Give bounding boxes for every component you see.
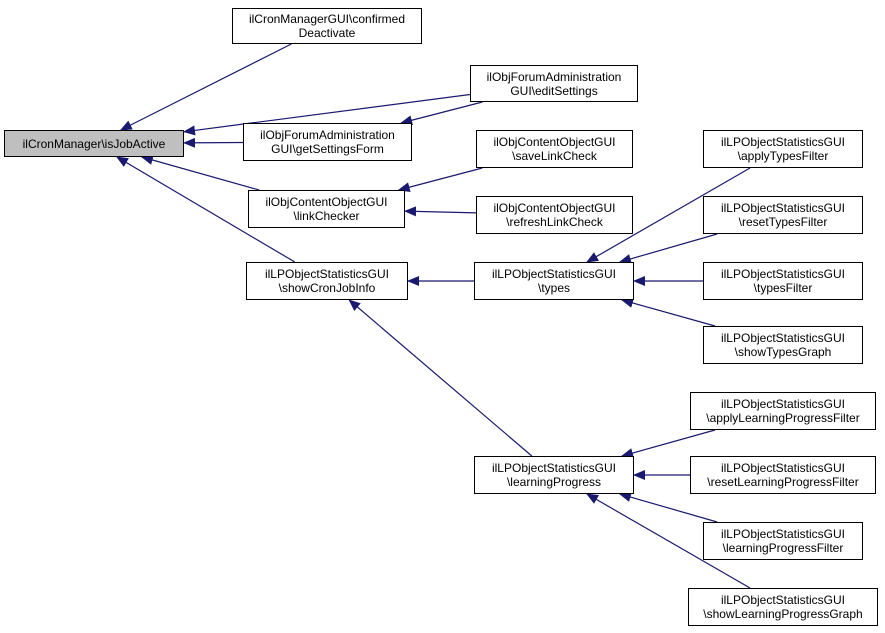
node-link-checker[interactable]: ilObjContentObjectGUI \linkChecker: [248, 190, 405, 228]
node-line: \linkChecker: [293, 209, 360, 223]
node-line: \learningProgress: [506, 475, 602, 489]
node-line: \saveLinkCheck: [512, 149, 597, 163]
edge-save_link_check-to-link_checker: [397, 167, 483, 193]
edge-layer: [116, 43, 751, 589]
node-show-cron-job-info[interactable]: ilLPObjectStatisticsGUI \showCronJobInfo: [246, 262, 408, 300]
edge-learning_progress-to-show_cron_job_info: [348, 299, 533, 457]
edge-show_lp_graph-to-learning_progress: [586, 493, 751, 589]
node-types[interactable]: ilLPObjectStatisticsGUI \types: [474, 262, 634, 300]
node-line: ilObjForumAdministration: [260, 128, 395, 142]
node-line: ilLPObjectStatisticsGUI: [491, 267, 617, 281]
node-line: \showCronJobInfo: [278, 281, 376, 295]
node-save-link-check[interactable]: ilObjContentObjectGUI \saveLinkCheck: [476, 130, 633, 168]
edge-confirmed_deactivate-to-root: [119, 43, 292, 131]
node-line: \refreshLinkCheck: [506, 215, 603, 229]
node-learning-progress-filter[interactable]: ilLPObjectStatisticsGUI \learningProgres…: [703, 522, 863, 560]
node-line: \showLearningProgressGraph: [703, 607, 863, 621]
edge-edit_settings-to-get_settings_form: [400, 101, 483, 126]
node-show-learning-progress-graph[interactable]: ilLPObjectStatisticsGUI \showLearningPro…: [688, 588, 878, 626]
node-show-types-graph[interactable]: ilLPObjectStatisticsGUI \showTypesGraph: [703, 326, 863, 364]
node-edit-settings[interactable]: ilObjForumAdministration GUI\editSetting…: [470, 65, 638, 102]
node-line: GUI\editSettings: [510, 83, 598, 98]
edge-refresh_link_check-to-link_checker: [404, 206, 477, 217]
node-is-job-active: ilCronManager\isJobActive: [4, 130, 184, 157]
node-confirmed-deactivate[interactable]: ilCronManagerGUI\confirmed Deactivate: [232, 8, 422, 44]
edge-apply_types_filter-to-types: [586, 167, 751, 263]
node-line: ilLPObjectStatisticsGUI: [720, 593, 846, 607]
node-line: ilObjContentObjectGUI: [265, 195, 388, 209]
edge-show_cron_job_info-to-root: [116, 156, 296, 263]
node-line: Deactivate: [298, 26, 356, 40]
node-types-filter[interactable]: ilLPObjectStatisticsGUI \typesFilter: [703, 262, 863, 300]
edge-edit_settings-to-root: [183, 93, 471, 136]
node-line: GUI\getSettingsForm: [271, 142, 384, 156]
node-reset-learning-progress-filter[interactable]: ilLPObjectStatisticsGUI \resetLearningPr…: [690, 456, 876, 494]
node-line: \resetLearningProgressFilter: [707, 475, 859, 489]
node-line: ilLPObjectStatisticsGUI: [720, 267, 846, 281]
node-line: ilLPObjectStatisticsGUI: [264, 267, 390, 281]
node-line: ilCronManagerGUI\confirmed: [248, 12, 406, 26]
node-line: ilObjContentObjectGUI: [493, 135, 616, 149]
node-line: ilLPObjectStatisticsGUI: [720, 135, 846, 149]
node-refresh-link-check[interactable]: ilObjContentObjectGUI \refreshLinkCheck: [476, 196, 633, 234]
node-line: \resetTypesFilter: [738, 215, 828, 229]
node-line: \types: [537, 281, 570, 295]
edge-reset_types_filter-to-types: [618, 233, 718, 264]
node-line: ilLPObjectStatisticsGUI: [720, 527, 846, 541]
node-line: ilObjForumAdministration: [486, 69, 622, 84]
edge-link_checker-to-root: [140, 155, 260, 191]
node-apply-learning-progress-filter[interactable]: ilLPObjectStatisticsGUI \applyLearningPr…: [690, 392, 876, 430]
node-line: \applyTypesFilter: [737, 149, 829, 163]
node-line: ilCronManager\isJobActive: [22, 136, 166, 151]
node-line: \showTypesGraph: [734, 345, 832, 359]
edge-lp_filter-to-learning_progress: [618, 492, 718, 523]
edge-show_types_graph-to-types: [621, 298, 716, 327]
node-line: \applyLearningProgressFilter: [706, 411, 860, 425]
node-line: ilObjContentObjectGUI: [493, 201, 616, 215]
node-line: ilLPObjectStatisticsGUI: [491, 461, 617, 475]
node-get-settings-form[interactable]: ilObjForumAdministration GUI\getSettings…: [243, 123, 412, 161]
node-learning-progress[interactable]: ilLPObjectStatisticsGUI \learningProgres…: [474, 456, 634, 494]
node-line: \learningProgressFilter: [722, 541, 844, 555]
node-line: \typesFilter: [753, 281, 813, 295]
node-reset-types-filter[interactable]: ilLPObjectStatisticsGUI \resetTypesFilte…: [703, 196, 863, 234]
edge-apply_lp_filter-to-learning_progress: [621, 429, 716, 458]
node-apply-types-filter[interactable]: ilLPObjectStatisticsGUI \applyTypesFilte…: [703, 130, 863, 168]
node-line: ilLPObjectStatisticsGUI: [720, 461, 846, 475]
node-line: ilLPObjectStatisticsGUI: [720, 397, 846, 411]
node-line: ilLPObjectStatisticsGUI: [720, 331, 846, 345]
node-line: ilLPObjectStatisticsGUI: [720, 201, 846, 215]
